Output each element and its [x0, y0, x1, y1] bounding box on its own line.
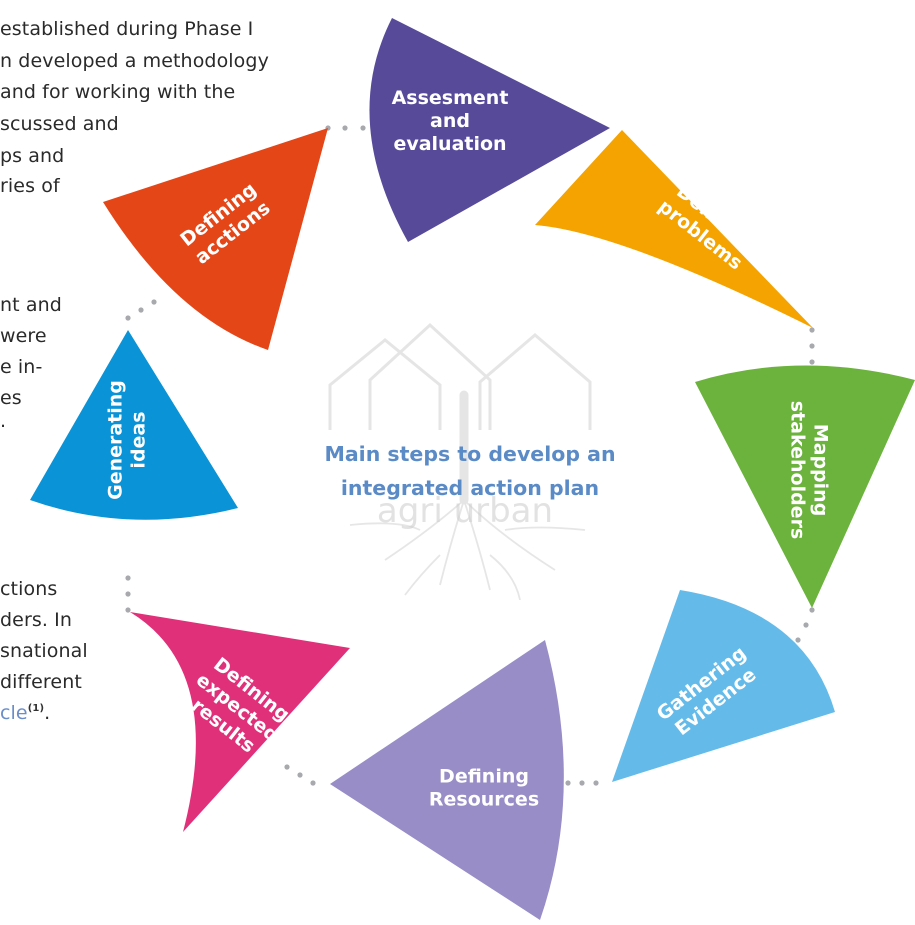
text-line: es	[0, 387, 22, 409]
step-label-line: Generating	[105, 380, 127, 500]
step-wedge	[330, 640, 564, 920]
step-gathering-evidence: GatheringEvidence	[612, 590, 835, 782]
connector-dot	[125, 591, 131, 597]
connector-dot	[809, 607, 815, 613]
connector-dot	[151, 299, 157, 305]
connector-dot	[125, 607, 131, 613]
footnote-ref[interactable]: (1)	[27, 703, 45, 714]
step-label: Generatingideas	[105, 380, 150, 500]
text-line: ries of	[0, 175, 60, 197]
text-line: different	[0, 671, 82, 693]
step-wedge	[130, 612, 350, 832]
step-label-line: stakeholders	[787, 401, 809, 539]
text-line: n developed a methodology	[0, 50, 269, 72]
watermark-logo	[328, 322, 592, 601]
step-label-line: Defining	[439, 766, 529, 788]
step-label-line: Mapping	[810, 424, 832, 517]
step-defining-expected-results: Definingexpectedresults	[130, 612, 350, 832]
step-generating-ideas: Generatingideas	[30, 330, 238, 520]
step-label-line: Resources	[429, 789, 539, 811]
connector-dot	[809, 343, 815, 349]
step-wedge	[30, 330, 238, 520]
step-label: Mappingstakeholders	[787, 401, 832, 539]
text-line: e in-	[0, 356, 43, 378]
step-wedge	[535, 130, 813, 328]
diagram-title: Main steps to develop an integrated acti…	[270, 437, 670, 505]
step-wedge	[695, 365, 915, 608]
diagram-title-line-2: integrated action plan	[340, 476, 600, 500]
connector-dot	[360, 125, 366, 131]
connector-dot	[138, 307, 144, 313]
step-label-line: evaluation	[393, 133, 506, 155]
diagram-title-line-1: Main steps to develop an	[324, 442, 616, 466]
connector-dot	[310, 780, 316, 786]
connector-dot	[809, 327, 815, 333]
connector-dot	[342, 125, 348, 131]
link-period: .	[44, 702, 51, 724]
link-text: cle	[0, 702, 28, 724]
text-line: .	[0, 410, 7, 432]
text-line: and for working with the	[0, 81, 236, 103]
connector-dot	[809, 359, 815, 365]
text-line: scussed and	[0, 113, 119, 135]
step-label-line: Assesment	[392, 87, 509, 109]
text-line: ps and	[0, 145, 65, 167]
connector-dot	[297, 772, 303, 778]
connector-dot	[284, 764, 290, 770]
connector-dot	[593, 780, 599, 786]
step-label-line: and	[430, 110, 470, 132]
step-defining-problems: Definingproblems	[535, 130, 813, 328]
connector-dot	[125, 575, 131, 581]
text-line: were	[0, 325, 47, 347]
article-link[interactable]: cle(1).	[0, 702, 50, 724]
text-line: ctions	[0, 578, 58, 600]
text-line: snational	[0, 640, 88, 662]
connector-dot	[565, 780, 571, 786]
watermark-text: agri urban	[377, 491, 553, 531]
step-defining-acctions: Definingacctions	[103, 128, 328, 350]
connector-dot	[579, 780, 585, 786]
step-mapping-stakeholders: Mappingstakeholders	[695, 365, 915, 608]
step-wedge	[612, 590, 835, 782]
connector-dot	[125, 315, 131, 321]
text-line: ders. In	[0, 609, 72, 631]
connector-dot	[803, 622, 809, 628]
step-wedge	[103, 128, 328, 350]
text-line: established during Phase I	[0, 18, 254, 40]
text-line: nt and	[0, 294, 62, 316]
connector-dot	[795, 637, 801, 643]
step-wedge	[369, 18, 610, 242]
step-label-line: ideas	[128, 411, 150, 468]
